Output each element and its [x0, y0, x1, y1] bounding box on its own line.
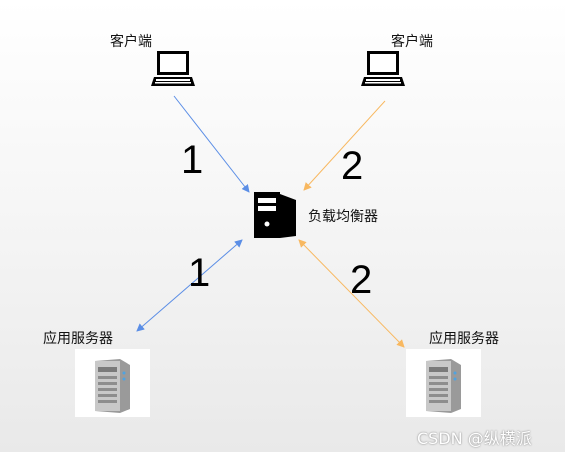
client-left-label: 客户端: [110, 34, 152, 50]
edge-number-server-right: 2: [350, 258, 373, 302]
server-left-label: 应用服务器: [43, 331, 113, 347]
arrow-client-right-to-lb: [303, 100, 386, 191]
arrow-client-left-to-lb: [173, 95, 250, 193]
client-right-label: 客户端: [391, 34, 433, 50]
load-balancer-label: 负载均衡器: [308, 209, 378, 225]
edge-number-client-left: 1: [181, 138, 204, 182]
arrow-lb-server-left: [136, 239, 243, 332]
watermark: CSDN @纵横派: [417, 429, 532, 448]
laptop-icon: [151, 51, 195, 86]
server-right-label: 应用服务器: [429, 331, 499, 347]
server-icon: [75, 349, 150, 417]
edge-number-server-left: 1: [188, 251, 211, 295]
arrow-lb-server-right: [298, 239, 405, 348]
server-tower-icon: [254, 192, 296, 238]
edge-number-client-right: 2: [341, 144, 364, 188]
laptop-icon: [361, 51, 405, 86]
server-icon: [406, 349, 481, 417]
